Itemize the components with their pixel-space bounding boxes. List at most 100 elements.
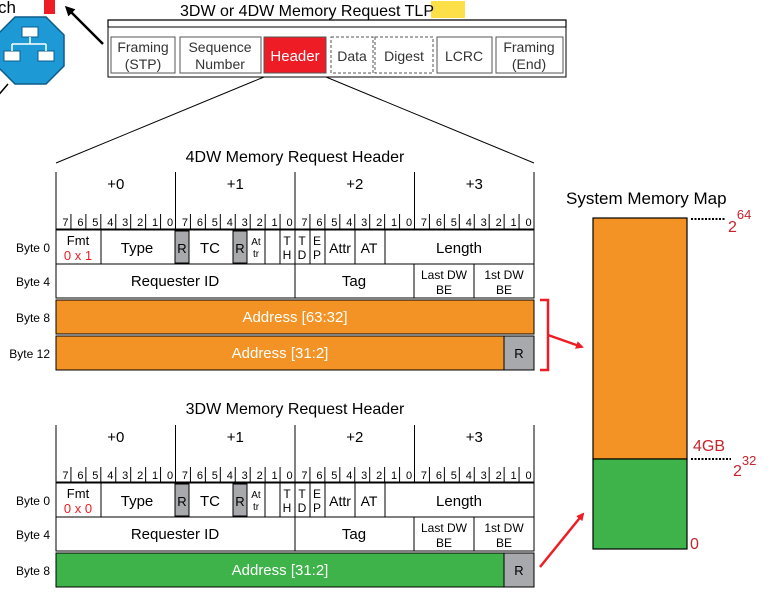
bit-number: 7 <box>62 470 68 482</box>
bit-number: 4 <box>466 470 472 482</box>
bit-number: 6 <box>436 217 442 229</box>
svg-text:Last DW: Last DW <box>421 521 468 535</box>
field-td: T D <box>298 234 307 262</box>
byte-offset-label: +3 <box>466 176 483 193</box>
svg-text:(End): (End) <box>512 56 546 72</box>
bit-number: 7 <box>182 470 188 482</box>
field-first-dw-be: 1st DW BE <box>484 521 524 550</box>
byte-offset-label: +3 <box>466 429 483 446</box>
bit-number: 3 <box>361 470 367 482</box>
header-3dw-title: 3DW Memory Request Header <box>186 401 405 418</box>
bit-number: 2 <box>257 470 263 482</box>
tlp-bracket <box>107 19 567 27</box>
address-low-field <box>55 335 535 371</box>
bit-number: 1 <box>152 217 158 229</box>
field-r: R <box>177 241 186 256</box>
bit-number: 6 <box>436 470 442 482</box>
bit-number: 0 <box>286 470 292 482</box>
boundary-4gb-label: 4GB <box>693 438 725 455</box>
field-r: R <box>235 494 244 509</box>
bit-number: 1 <box>511 470 517 482</box>
bit-number: 4 <box>107 217 113 229</box>
address-field <box>55 552 535 588</box>
byte-offset-label: +2 <box>346 429 363 446</box>
svg-text:H: H <box>283 501 292 515</box>
field-tc: TC <box>200 493 220 510</box>
bit-number: 4 <box>466 217 472 229</box>
svg-text:P: P <box>313 248 321 262</box>
field-length: Length <box>436 240 482 257</box>
bit-number: 0 <box>167 470 173 482</box>
packet-field-framing-end: Framing (End) <box>495 36 564 74</box>
svg-text:(STP): (STP) <box>125 56 162 72</box>
switch-icon <box>0 16 65 85</box>
bit-number: 6 <box>197 470 203 482</box>
svg-text:Framing: Framing <box>503 39 554 55</box>
svg-text:tr: tr <box>253 249 260 260</box>
bit-number: 4 <box>227 217 233 229</box>
field-fmt: Fmt 0 x 0 <box>64 486 92 516</box>
bit-number: 7 <box>182 217 188 229</box>
bit-number: 0 <box>525 217 531 229</box>
bit-number: 1 <box>272 217 278 229</box>
row-label: Byte 8 <box>16 564 50 578</box>
bit-number: 1 <box>272 470 278 482</box>
svg-text:1st DW: 1st DW <box>484 521 524 535</box>
field-at: AT <box>361 493 378 509</box>
expansion-line-right <box>325 76 535 164</box>
field-requester-id: Requester ID <box>131 526 220 543</box>
field-fmt: Fmt 0 x 1 <box>64 233 92 263</box>
boundary-4gb-power: 232 <box>733 453 756 480</box>
bit-number: 1 <box>152 470 158 482</box>
bit-number: 6 <box>197 217 203 229</box>
bit-number: 5 <box>212 470 218 482</box>
bit-number: 5 <box>331 217 337 229</box>
bit-number: 3 <box>242 217 248 229</box>
top-boundary-label: 264 <box>728 207 751 236</box>
packet-field-data: Data <box>330 36 374 74</box>
bit-number: 3 <box>481 217 487 229</box>
bit-number: 4 <box>346 470 352 482</box>
field-requester-id: Requester ID <box>131 273 220 290</box>
memory-map-title: System Memory Map <box>566 189 727 208</box>
bit-number: 4 <box>227 470 233 482</box>
field-last-dw-be: Last DW BE <box>421 521 468 550</box>
packet-field-framing-start: Framing (STP) <box>110 36 176 74</box>
bit-number: 1 <box>391 470 397 482</box>
svg-text:Framing: Framing <box>117 39 168 55</box>
bottom-boundary-label: 0 <box>690 536 699 553</box>
bit-number: 0 <box>525 470 531 482</box>
svg-text:Digest: Digest <box>384 48 424 64</box>
field-tc: TC <box>200 240 220 257</box>
bit-number: 2 <box>137 217 143 229</box>
link-line <box>0 83 9 95</box>
field-r: R <box>235 241 244 256</box>
bit-number: 3 <box>481 470 487 482</box>
packet-field-digest: Digest <box>374 36 434 74</box>
bit-number: 3 <box>361 217 367 229</box>
field-r: R <box>514 563 523 578</box>
bit-number: 0 <box>406 217 412 229</box>
field-tag: Tag <box>342 273 366 290</box>
field-first-dw-be: 1st DW BE <box>484 268 524 297</box>
field-length: Length <box>436 493 482 510</box>
byte-offset-label: +2 <box>346 176 363 193</box>
svg-text:LCRC: LCRC <box>445 48 483 64</box>
cropped-label: ch <box>0 0 16 17</box>
red-marker-icon <box>44 0 55 14</box>
header-4dw-title: 4DW Memory Request Header <box>186 149 405 166</box>
bit-number: 2 <box>496 470 502 482</box>
svg-text:BE: BE <box>496 536 512 550</box>
field-td: T D <box>298 487 307 515</box>
tlp-highlight <box>431 1 465 18</box>
packet-field-header: Header <box>263 36 327 74</box>
byte-offset-label: +1 <box>227 176 244 193</box>
field-attr: Attr <box>329 493 351 509</box>
bit-number: 6 <box>316 217 322 229</box>
svg-text:P: P <box>313 501 321 515</box>
svg-text:Header: Header <box>270 48 319 65</box>
system-memory-map: System Memory Map 264 4GB 232 0 <box>566 189 756 553</box>
